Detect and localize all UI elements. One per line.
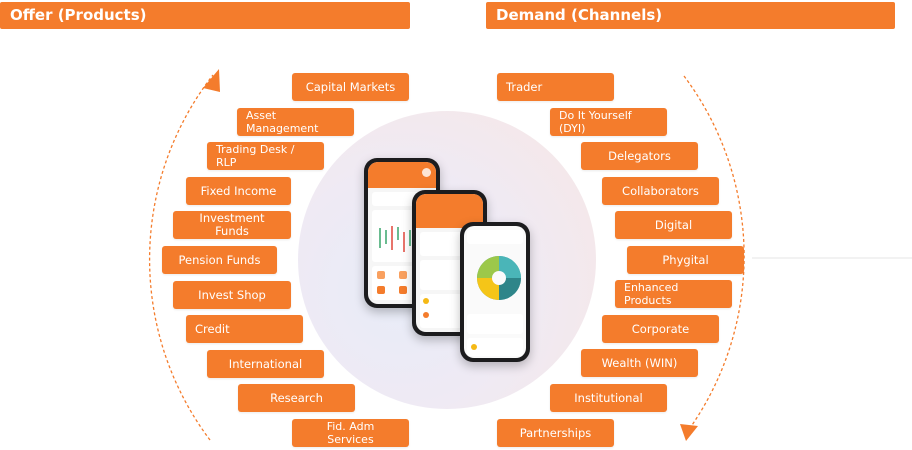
avatar	[422, 168, 431, 177]
menu-icon	[377, 286, 385, 294]
demand-header: Demand (Channels)	[486, 2, 895, 29]
demand-item-digital: Digital	[615, 211, 732, 239]
demand-item-partnerships: Partnerships	[497, 419, 614, 447]
menu-icon	[399, 286, 407, 294]
offer-item-fixed-income: Fixed Income	[186, 177, 291, 205]
demand-item-wealth: Wealth (WIN)	[581, 349, 698, 377]
demand-arc-arrowhead	[680, 424, 698, 441]
status-dot	[423, 312, 429, 318]
offer-item-fid-adm-services: Fid. Adm Services	[292, 419, 409, 447]
offer-item-invest-shop: Invest Shop	[173, 281, 291, 309]
phone-screen	[464, 226, 526, 358]
allocation-pie-icon	[477, 256, 521, 300]
demand-item-delegators: Delegators	[581, 142, 698, 170]
demand-item-institutional: Institutional	[550, 384, 667, 412]
demand-item-collaborators: Collaborators	[602, 177, 719, 205]
offer-arc-arrowhead	[203, 69, 220, 92]
demand-item-trader: Trader	[497, 73, 614, 101]
phone-mockup-allocation	[460, 222, 530, 362]
demand-item-phygital: Phygital	[627, 246, 744, 274]
offer-item-investment-funds: Investment Funds	[173, 211, 291, 239]
offer-item-credit: Credit	[186, 315, 303, 343]
offer-item-asset-management: Asset Management	[237, 108, 354, 136]
list-card	[467, 338, 523, 356]
offer-header: Offer (Products)	[0, 2, 410, 29]
menu-icon	[377, 271, 385, 279]
offer-item-international: International	[207, 350, 324, 378]
offer-item-trading-desk: Trading Desk / RLP	[207, 142, 324, 170]
offer-arc	[148, 74, 214, 441]
demand-item-diy: Do It Yourself (DYI)	[550, 108, 667, 136]
menu-icon	[399, 271, 407, 279]
offer-item-research: Research	[238, 384, 355, 412]
app-header-bar	[467, 230, 523, 244]
offer-item-pension-funds: Pension Funds	[162, 246, 277, 274]
demand-item-enhanced-products: Enhanced Products	[615, 280, 732, 308]
status-dot	[471, 344, 477, 350]
demand-item-corporate: Corporate	[602, 315, 719, 343]
list-card	[467, 314, 523, 334]
offer-item-capital-markets: Capital Markets	[292, 73, 409, 101]
status-dot	[423, 298, 429, 304]
